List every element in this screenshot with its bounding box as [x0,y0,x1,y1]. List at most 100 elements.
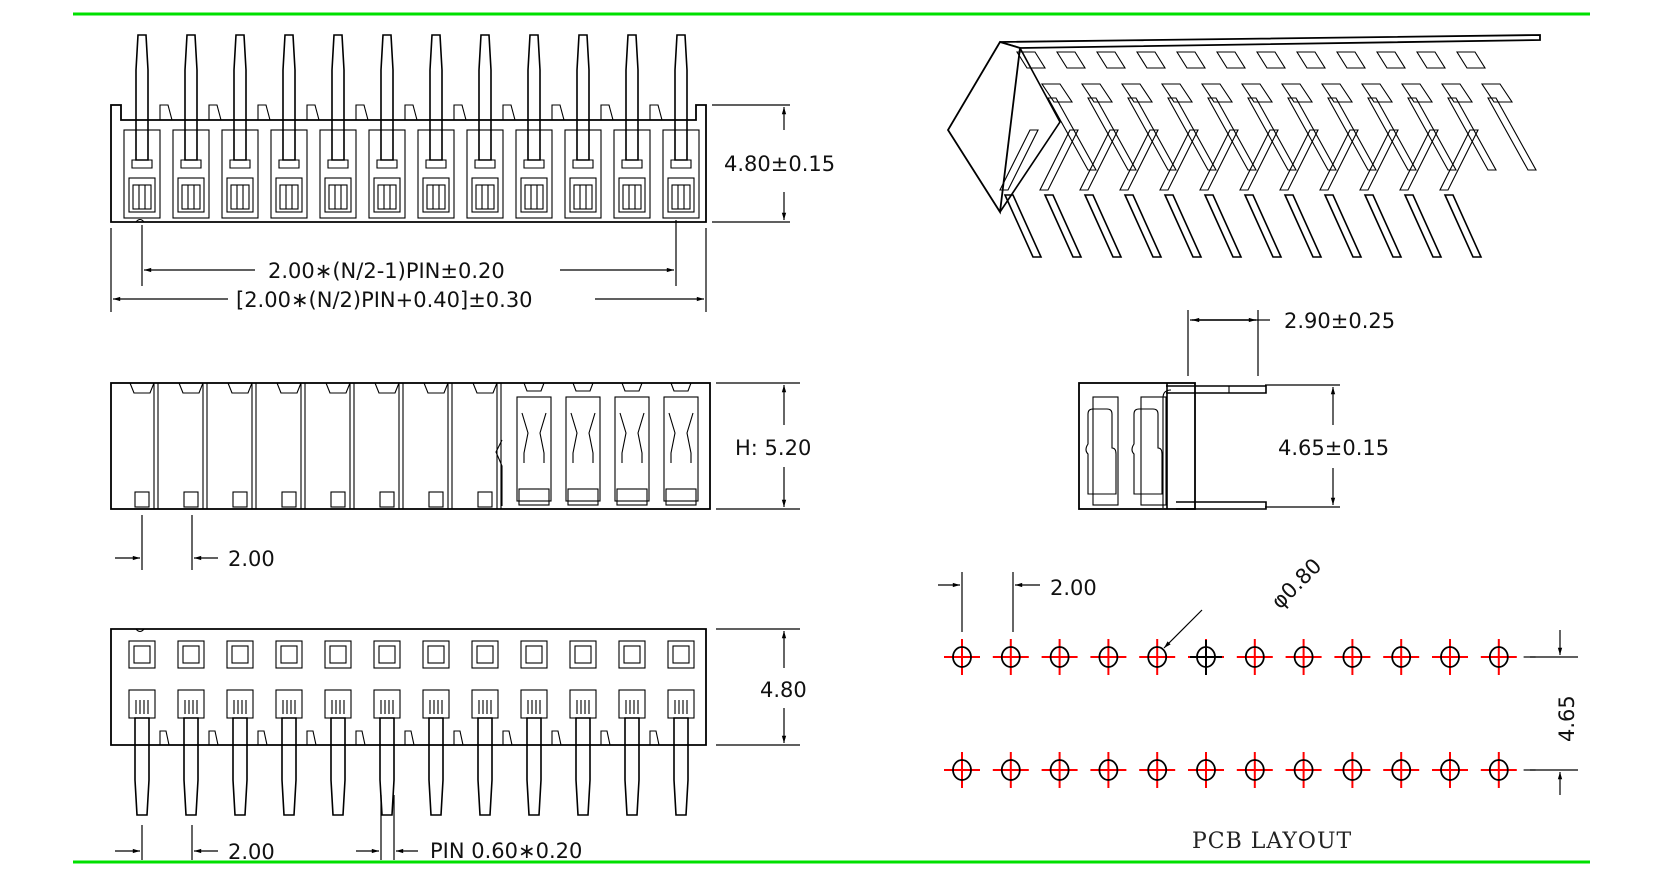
top-entry [325,382,351,394]
top-entry-hole [275,640,303,669]
pcb-hole [1090,752,1127,788]
hole-circle [1196,759,1216,781]
contact-window [471,177,499,213]
latch-lines [625,700,639,714]
break-line [495,439,503,506]
pcb-hole [1285,639,1322,675]
housing-rib [502,104,516,121]
iso-top-hole [1456,51,1486,69]
pin [134,717,150,816]
iso-front-hole [1080,83,1114,103]
contact-base [518,488,550,506]
top-entry [670,382,692,392]
pcb-hole [1188,752,1224,788]
pin-shoulder [621,159,643,169]
contact-window-inner [524,184,544,210]
housing-rib [257,104,271,121]
contact-base [665,488,697,506]
pin [183,717,199,816]
iso-front-hole [1200,83,1234,103]
top-entry [472,382,498,394]
sectioned-cavity [516,396,552,502]
contact-cavity [270,129,308,219]
polarization-notch [135,218,145,223]
bottom-view-height-dimension: 4.80 [716,628,807,746]
hole-circle [1391,646,1412,668]
hole-circle [1147,646,1168,668]
housing-rib [355,730,366,746]
pin [330,717,346,816]
iso-pin [1403,194,1443,258]
housing-rib [159,104,173,121]
contact-window-inner [377,184,397,210]
overall-length-label: [2.00∗(N/2)PIN+0.40]±0.30 [236,288,533,312]
bottom-latch [134,491,150,508]
latch-lines [380,700,394,714]
end-row-spacing-label: 4.65±0.15 [1278,436,1389,460]
iso-pin [1363,194,1403,258]
iso-front-hole [1480,83,1514,103]
pcb-pitch-dimension: 2.00 [938,572,1097,632]
iso-contact-rear [1439,129,1479,191]
pin-shoulder [131,159,153,169]
iso-contact-body [1327,97,1377,171]
pcb-hole [944,639,980,675]
side-housing-outline [110,382,711,510]
latch-lines [233,700,247,714]
contact-window-inner [671,184,691,210]
polarization-notch [135,628,145,633]
iso-contact-rear [1039,129,1079,191]
iso-front-hole [1360,83,1394,103]
contact-cavity [368,129,406,219]
pcb-hole [992,752,1029,788]
pin-shoulder [327,159,349,169]
pcb-hole [1090,639,1127,675]
iso-contact-body [1407,97,1457,171]
iso-contact-body [1287,97,1337,171]
pin-offset-label: 2.90±0.25 [1284,309,1395,333]
iso-pin [1043,194,1083,258]
housing-rib [208,730,219,746]
contact-window-inner [475,184,495,210]
bottom-latch [281,491,297,508]
pin [575,717,591,816]
contact-cavity [613,129,651,219]
hole-circle [1000,646,1021,668]
front-view-overall-length-dimension: [2.00∗(N/2)PIN+0.40]±0.30 [110,228,707,312]
iso-contact-rear [1119,129,1159,191]
housing-rib [159,730,170,746]
hole-circle [1147,759,1168,781]
top-entry [227,382,253,394]
end-view-row-spacing-dimension: 4.65±0.15 [1265,384,1389,508]
hole-circle [1293,646,1314,668]
iso-contact-rear [1319,129,1359,191]
iso-top-hole [1096,51,1126,69]
hole-circle [1244,646,1265,668]
front-view-height-dimension: 4.80±0.15 [712,104,835,223]
pin-shoulder [376,159,398,169]
iso-housing-top [999,34,1541,49]
pcb-layout [944,639,1536,788]
hole-circle [1000,759,1021,781]
latch-lines [282,700,296,714]
iso-pin [1323,194,1363,258]
contact-window [128,177,156,213]
iso-top-hole [1256,51,1286,69]
pcb-row-spacing-label: 4.65 [1555,695,1579,742]
front-view-pitch-span-dimension: 2.00∗(N/2-1)PIN±0.20 [141,220,677,286]
top-entry-hole-inner [182,645,200,664]
top-entry-hole [569,640,597,669]
hole-circle [1098,759,1119,781]
pcb-hole [1041,752,1078,788]
top-entry-hole [373,640,401,669]
top-entry [523,382,545,392]
housing-rib [649,730,660,746]
iso-contact-rear [1239,129,1279,191]
iso-contact-body [1087,97,1137,171]
top-entry [423,382,449,394]
iso-top-hole [1376,51,1406,69]
hole-circle [1049,759,1070,781]
pcb-hole [1432,639,1468,675]
pin-shoulder [474,159,496,169]
bottom-latch [428,491,444,508]
